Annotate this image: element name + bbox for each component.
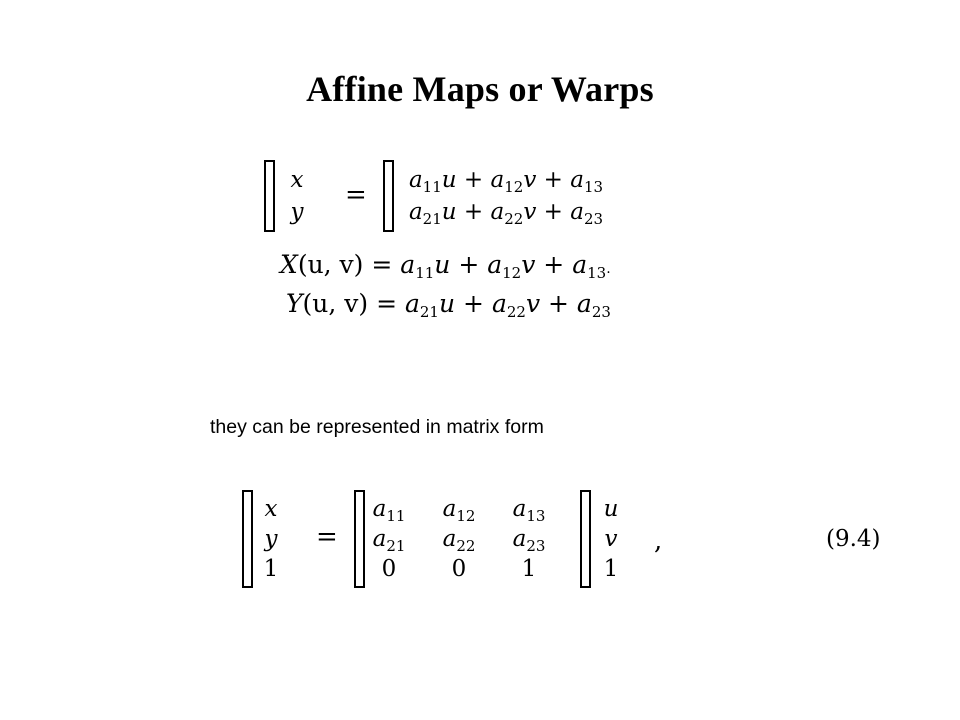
matrix-equals-sign: = bbox=[316, 522, 338, 552]
affine-matrix: a11 a12 a13 a21 a22 a23 0 0 1 bbox=[354, 490, 564, 588]
equation-number: (9.4) bbox=[826, 526, 881, 552]
equation-y-of-uv: Y(u, v) = a21u + a22v + a23 bbox=[286, 289, 611, 321]
equation-x-of-uv: X(u, v) = a11u + a12v + a13. bbox=[280, 250, 611, 282]
rhs-row-1: a11u + a12v + a13 bbox=[408, 167, 604, 196]
lhs-y: y bbox=[290, 199, 304, 225]
caption-text: they can be represented in matrix form bbox=[210, 416, 544, 438]
lhs-x: x bbox=[290, 167, 304, 193]
rhs-row-2: a21u + a22v + a23 bbox=[408, 199, 604, 228]
trailing-comma: , bbox=[654, 526, 663, 556]
lhs-vector-xy: x y bbox=[264, 160, 330, 232]
equals-sign: = bbox=[345, 180, 367, 210]
rhs-vector-uv1: u v 1 bbox=[580, 490, 642, 588]
lhs-vector-xy1: x y 1 bbox=[242, 490, 300, 588]
rhs-vector-affine: a11u + a12v + a13 a21u + a22v + a23 bbox=[383, 160, 629, 232]
slide-title: Affine Maps or Warps bbox=[306, 69, 654, 109]
